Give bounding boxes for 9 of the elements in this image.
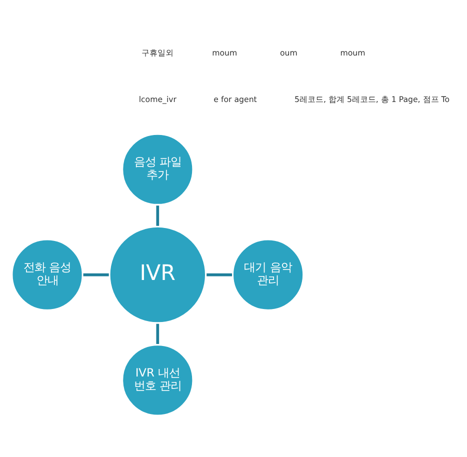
- node-circle: 대기 음악 관리: [230, 237, 306, 312]
- connector: [156, 206, 160, 226]
- connector: [156, 324, 160, 344]
- node-circle: IVR: [107, 224, 208, 325]
- node-circle: 전화 음성 안내: [10, 237, 85, 312]
- connector: [83, 273, 109, 276]
- node-circle: 음성 파일 추가: [120, 132, 196, 207]
- node-circle: IVR 내선 번호 관리: [120, 342, 196, 418]
- connector: [206, 273, 232, 276]
